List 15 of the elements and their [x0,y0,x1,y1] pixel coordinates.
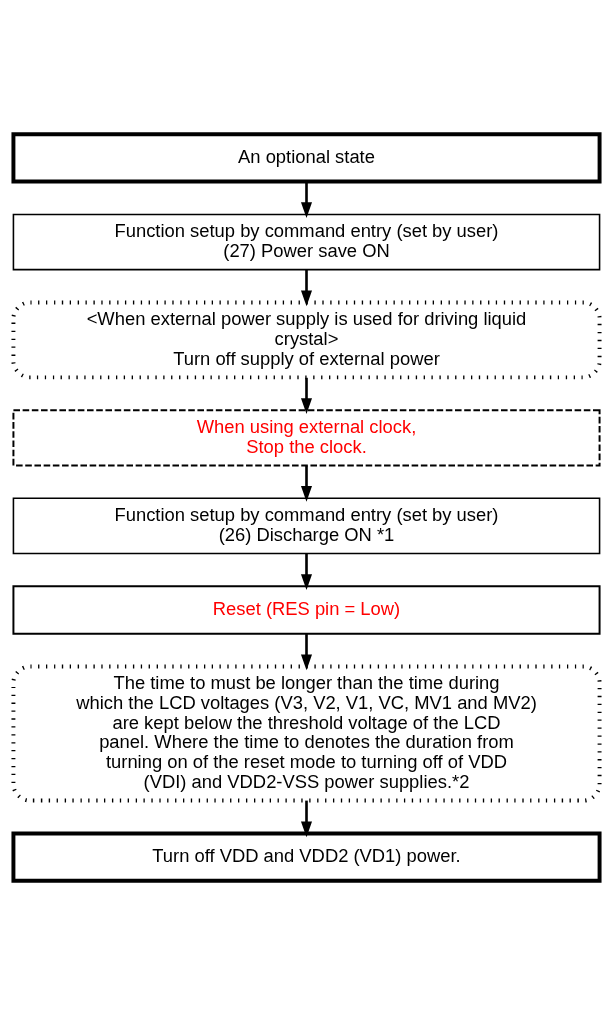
node-box: Function setup by command entry (set by user) (27) Power save ON [12,213,601,271]
node-box: Function setup by command entry (set by user) (26) Discharge ON *1 [12,497,601,555]
node-box: An optional state [11,132,602,184]
arrow [300,269,313,307]
arrow [300,377,313,414]
node-box: Reset (RES pin = Low) [12,585,601,635]
node-box: Turn off VDD and VDD2 (VD1) power. [11,831,602,883]
arrow [300,465,313,502]
arrow [300,553,313,591]
node-box: <When external power supply is used for driving liquid crystal> Turn off supply of external power [11,300,602,380]
arrow [300,634,313,671]
node-box: The time to must be longer than the time during which the LCD voltages (V3, V2, V1, VC, MV1 and MV2) are kept below the threshold voltage of the LCD panel. Where the time to denotes the duration from turning on of the reset mode to turning off of VDD (VDI) and VDD2-VSS power supplies.*2 [11,664,602,803]
arrow [300,800,313,838]
arrow [300,181,313,219]
node-box: When using external clock, Stop the clock. [12,409,601,467]
